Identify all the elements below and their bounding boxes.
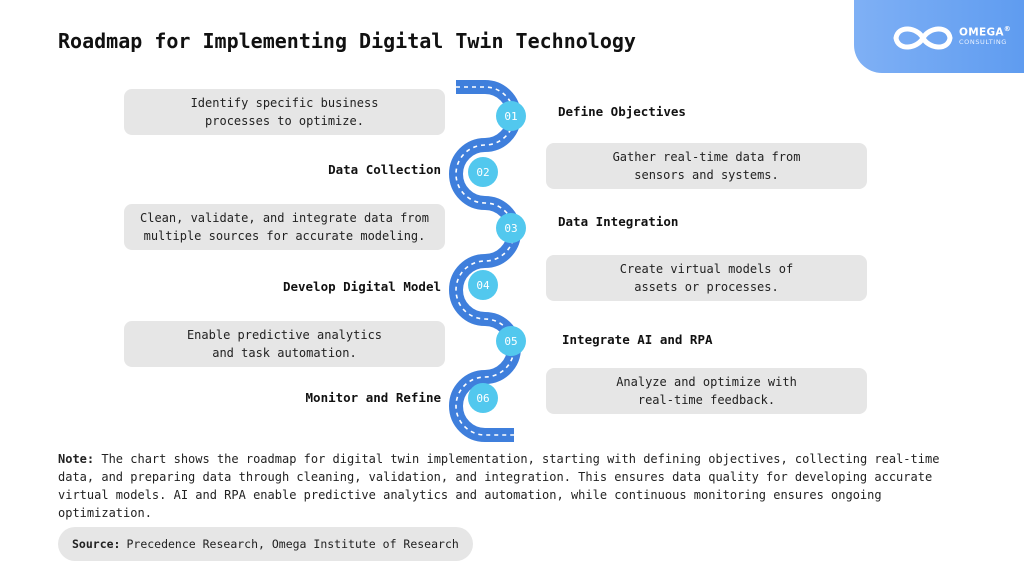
step-05-number-badge: 05 xyxy=(496,326,526,356)
omega-logo: OMEGA® CONSULTING xyxy=(854,0,1024,73)
step-04-number-badge: 04 xyxy=(468,270,498,300)
note-label: Note: xyxy=(58,452,95,466)
step-06-description: Analyze and optimize with real-time feed… xyxy=(546,368,867,414)
step-04-label: Develop Digital Model xyxy=(282,279,441,294)
step-03-number-badge: 03 xyxy=(496,213,526,243)
road-center-line xyxy=(455,86,515,436)
step-01-number-badge: 01 xyxy=(496,101,526,131)
source-pill: Source: Precedence Research, Omega Insti… xyxy=(58,527,473,561)
infinity-icon xyxy=(893,26,953,50)
step-05-description: Enable predictive analytics and task aut… xyxy=(124,321,445,367)
source-label: Source: xyxy=(72,537,121,551)
logo-name: OMEGA xyxy=(959,26,1004,39)
source-text: Precedence Research, Omega Institute of … xyxy=(126,537,459,551)
logo-tagline: CONSULTING xyxy=(959,38,1007,46)
step-01-description: Identify specific business processes to … xyxy=(124,89,445,135)
step-02-number-badge: 02 xyxy=(468,157,498,187)
logo-registered-mark: ® xyxy=(1003,25,1012,33)
step-01-label: Define Objectives xyxy=(558,104,686,119)
step-06-label: Monitor and Refine xyxy=(305,390,441,405)
step-02-description: Gather real-time data from sensors and s… xyxy=(546,143,867,189)
step-03-label: Data Integration xyxy=(558,214,679,229)
note-paragraph: Note: The chart shows the roadmap for di… xyxy=(58,450,970,522)
note-text: The chart shows the roadmap for digital … xyxy=(58,452,940,520)
step-06-number-badge: 06 xyxy=(468,383,498,413)
step-02-label: Data Collection xyxy=(328,162,441,177)
step-04-description: Create virtual models of assets or proce… xyxy=(546,255,867,301)
page-title: Roadmap for Implementing Digital Twin Te… xyxy=(58,29,636,53)
step-05-label: Integrate AI and RPA xyxy=(562,332,713,347)
step-03-description: Clean, validate, and integrate data from… xyxy=(124,204,445,250)
